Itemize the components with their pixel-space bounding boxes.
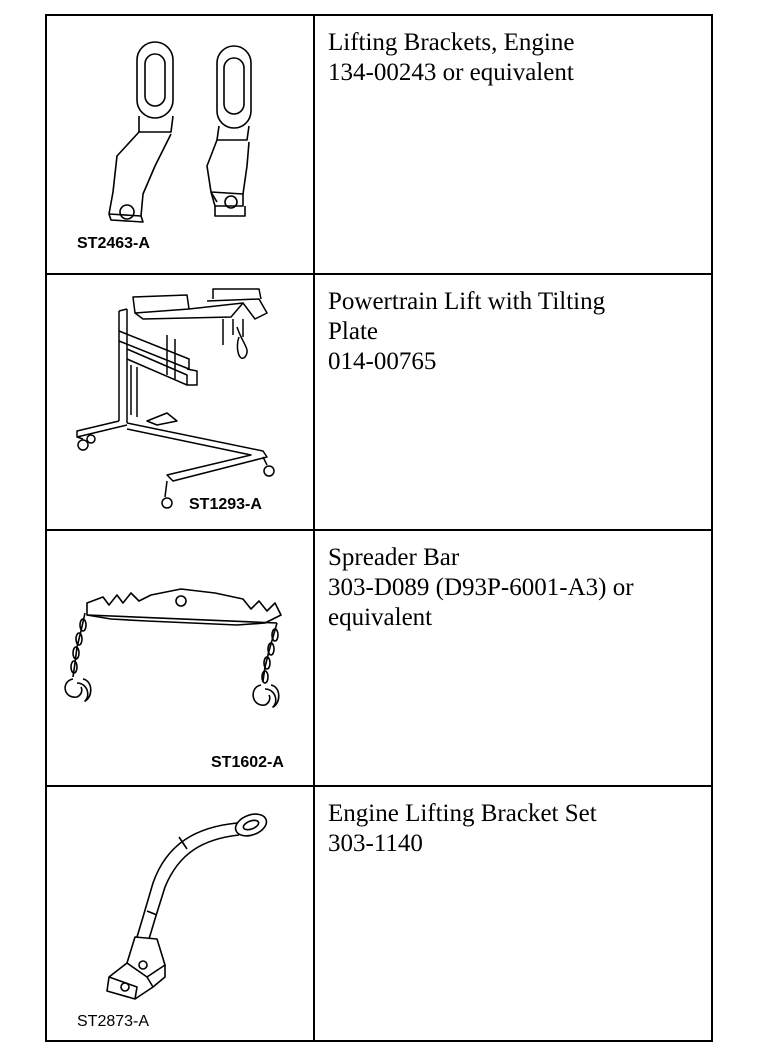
description-line: 134-00243 or equivalent bbox=[328, 59, 574, 86]
tool-row: ST2873-A Engine Lifting Bracket Set 303-… bbox=[47, 787, 711, 1040]
tool-row: ST1293-A Powertrain Lift with Tilting Pl… bbox=[47, 275, 711, 531]
special-tools-table: ST2463-A Lifting Brackets, Engine 134-00… bbox=[45, 14, 713, 1042]
figure-code: ST2463-A bbox=[77, 235, 150, 252]
lifting-brackets-icon bbox=[47, 16, 313, 273]
tool-image-cell: ST2463-A bbox=[47, 16, 315, 273]
description-line: Spreader Bar bbox=[328, 544, 460, 571]
tool-description: Powertrain Lift with Tilting Plate 014-0… bbox=[328, 287, 700, 377]
lifting-bracket-set-icon bbox=[47, 787, 313, 1038]
tool-image-cell: ST1602-A bbox=[47, 531, 315, 785]
tool-image-cell: ST2873-A bbox=[47, 787, 315, 1040]
description-line: 303-D089 (D93P-6001-A3) or bbox=[328, 574, 634, 601]
figure-code: ST1602-A bbox=[211, 754, 284, 771]
description-line: 303-1140 bbox=[328, 830, 423, 857]
tool-row: ST2463-A Lifting Brackets, Engine 134-00… bbox=[47, 16, 711, 275]
figure-code: ST2873-A bbox=[77, 1013, 150, 1030]
description-line: equivalent bbox=[328, 604, 433, 631]
description-line: Lifting Brackets, Engine bbox=[328, 29, 575, 56]
tool-description: Spreader Bar 303-D089 (D93P-6001-A3) or … bbox=[328, 543, 700, 633]
spreader-bar-icon bbox=[47, 531, 313, 785]
tool-description: Engine Lifting Bracket Set 303-1140 bbox=[328, 799, 700, 859]
description-line: 014-00765 bbox=[328, 348, 437, 375]
description-line: Engine Lifting Bracket Set bbox=[328, 800, 597, 827]
figure-code: ST1293-A bbox=[189, 496, 262, 513]
tool-row: ST1602-A Spreader Bar 303-D089 (D93P-600… bbox=[47, 531, 711, 787]
description-line: Plate bbox=[328, 318, 378, 345]
tool-image-cell: ST1293-A bbox=[47, 275, 315, 529]
description-line: Powertrain Lift with Tilting bbox=[328, 288, 606, 315]
powertrain-lift-icon bbox=[47, 275, 313, 529]
tool-description: Lifting Brackets, Engine 134-00243 or eq… bbox=[328, 28, 700, 88]
